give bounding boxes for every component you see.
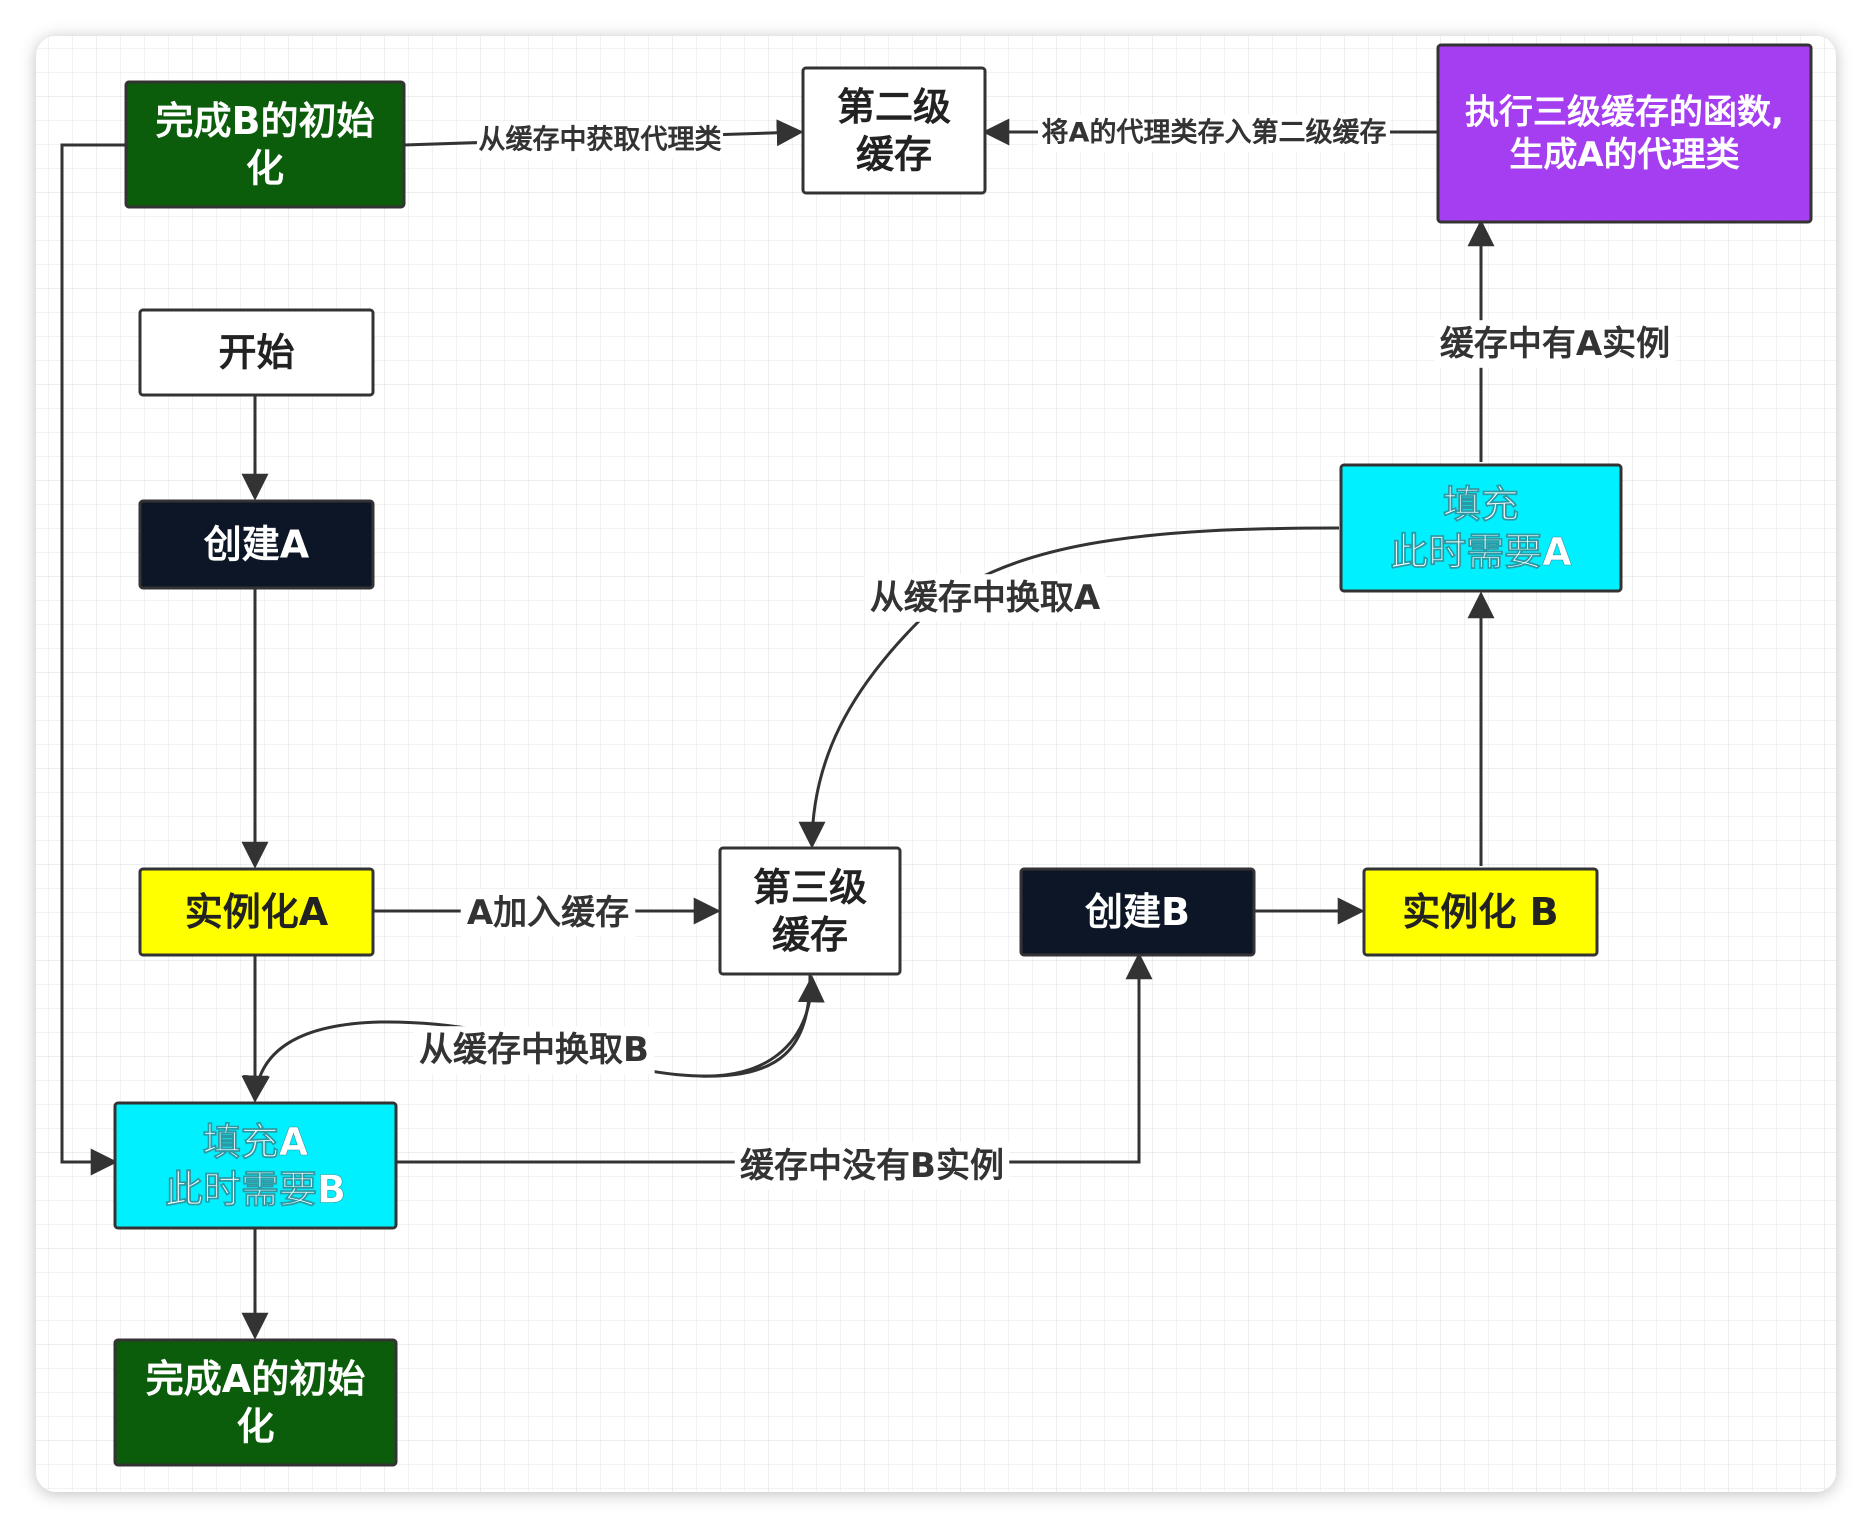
edge-label-text: 从缓存中换取A (870, 578, 1101, 618)
edge-label-swapb: 从缓存中换取B (413, 1026, 655, 1074)
node-instA: 实例化A (138, 867, 375, 957)
node-box (113, 1338, 398, 1467)
edge-label-bg (460, 889, 636, 937)
node-label: 填充A (203, 1120, 309, 1164)
edge-label-text: 缓存中有A实例 (1440, 324, 1670, 364)
edge-label-text: 从缓存中获取代理类 (479, 125, 722, 156)
node-box (113, 1101, 398, 1230)
node-label: 完成A的初始 (146, 1357, 365, 1401)
edge-label-bg (1434, 320, 1676, 368)
node-box (1436, 43, 1813, 224)
edge-label-text: 缓存中没有B实例 (740, 1146, 1004, 1186)
node-label: 开始 (218, 331, 294, 375)
node-label: 填充 (1443, 482, 1519, 526)
node-label: 第二级 (837, 85, 951, 129)
edge-label-getproxy: 从缓存中获取代理类 (476, 121, 724, 159)
node-createA: 创建A (138, 499, 375, 590)
node-secondCache: 第二级缓存 (801, 66, 987, 195)
edge-label-storeproxy: 将A的代理类存入第二级缓存 (1038, 114, 1390, 152)
node-label: 实例化 B (1402, 890, 1558, 934)
node-box (1362, 867, 1599, 957)
edge-label-bg (864, 574, 1106, 622)
node-box (138, 867, 375, 957)
grid-background (36, 36, 1836, 1492)
node-label: 执行三级缓存的函数, (1465, 92, 1784, 132)
node-box (138, 499, 375, 590)
node-label: 此时需要A (1390, 530, 1572, 574)
node-label: 化 (246, 146, 284, 190)
edge-label-text: 将A的代理类存入第二级缓存 (1042, 117, 1387, 149)
node-box (1339, 463, 1623, 593)
edge-label-nob: 缓存中没有B实例 (734, 1142, 1010, 1190)
edge-label-text: A加入缓存 (467, 893, 629, 933)
node-createB: 创建B (1019, 867, 1256, 957)
edge-swapB-return (699, 975, 825, 1078)
node-box (138, 308, 375, 397)
node-label: 第三级 (753, 865, 867, 909)
edge-label-bg (476, 121, 724, 159)
node-instB: 实例化 B (1362, 867, 1599, 957)
nodes: 完成B的初始化第二级缓存执行三级缓存的函数,生成A的代理类开始创建A填充此时需要… (113, 43, 1813, 1467)
node-label: 创建A (204, 523, 310, 567)
node-label: 此时需要B (165, 1167, 346, 1211)
edge-label-bg (413, 1026, 655, 1074)
node-label: 化 (236, 1404, 274, 1448)
node-label: 创建B (1085, 890, 1190, 934)
node-box (801, 66, 987, 195)
edge-noB (396, 952, 1153, 1164)
edge-label-hasa: 缓存中有A实例 (1434, 320, 1676, 368)
node-box (124, 80, 406, 209)
edge-finishB-fillAB (60, 143, 126, 1176)
node-label: 缓存 (856, 132, 932, 176)
node-label: 完成B的初始 (156, 99, 375, 143)
node-label: 实例化A (185, 890, 329, 934)
node-start: 开始 (138, 308, 375, 397)
node-execThird: 执行三级缓存的函数,生成A的代理类 (1436, 43, 1813, 224)
edge-label-bg (734, 1142, 1010, 1190)
edge-label-swapa: 从缓存中换取A (864, 574, 1106, 622)
node-label: 生成A的代理类 (1509, 135, 1739, 175)
edge-label-addcache: A加入缓存 (460, 889, 636, 937)
node-label: 缓存 (772, 913, 848, 957)
edge-label-bg (1038, 114, 1390, 152)
node-box (1019, 867, 1256, 957)
edge-label-text: 从缓存中换取B (419, 1030, 649, 1070)
node-box (718, 846, 902, 976)
